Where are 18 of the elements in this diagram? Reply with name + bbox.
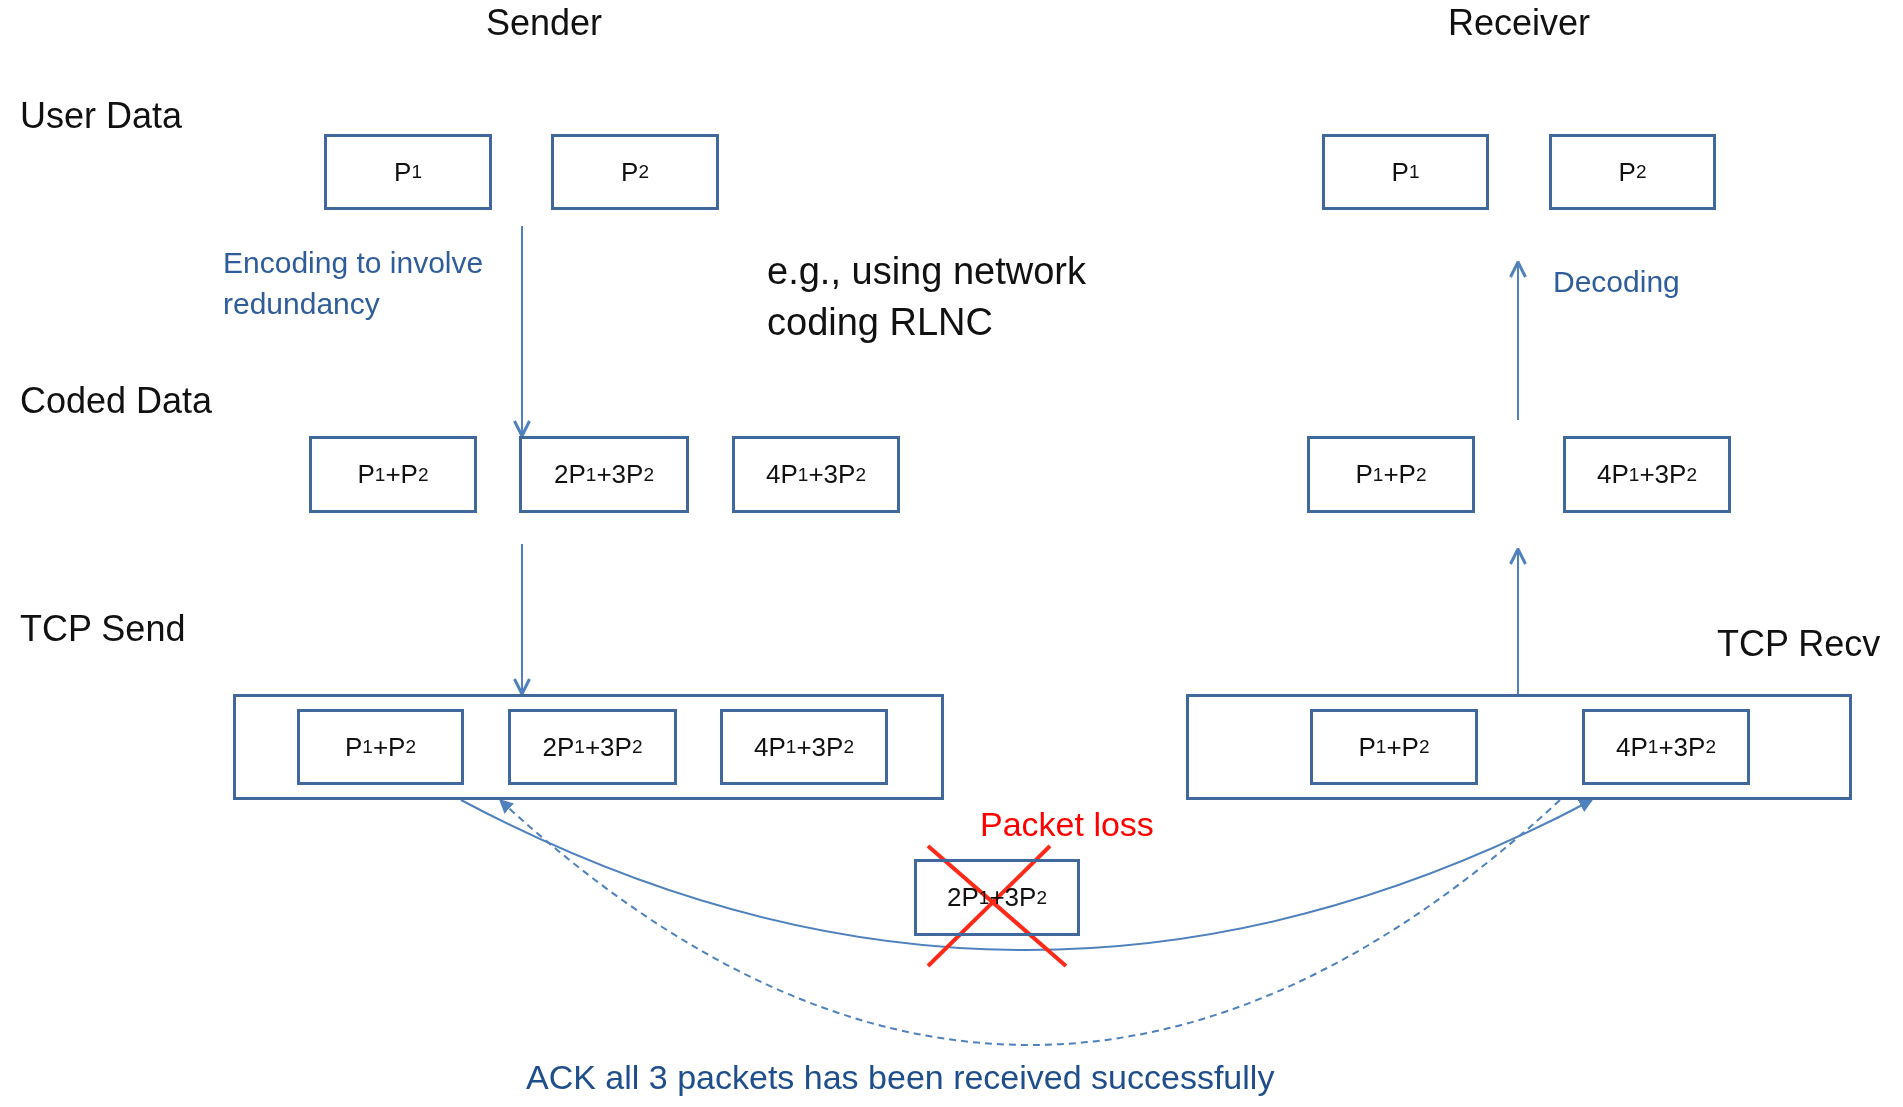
edge-label: ACK all 3 packets has been received successfully: [526, 1058, 1275, 1097]
process-note: Encoding to involve redundancy: [223, 245, 485, 322]
buffer-box: [233, 694, 944, 800]
arrow: [460, 799, 1594, 951]
column-heading: Sender: [486, 2, 603, 44]
arrow: [513, 543, 531, 696]
dashed-arrow: [498, 799, 1561, 1046]
row-label: User Data: [20, 95, 183, 137]
row-label: TCP Recv: [1717, 623, 1881, 665]
arrow: [513, 225, 531, 438]
buffer-box: [1186, 694, 1852, 800]
row-label: Coded Data: [20, 380, 213, 422]
loss-label: Packet loss: [980, 805, 1154, 844]
arrow: [1509, 547, 1527, 695]
note-text: e.g., using network coding RLNC: [767, 249, 1087, 346]
column-heading: Receiver: [1448, 2, 1591, 44]
process-note: Decoding: [1553, 265, 1680, 299]
row-label: TCP Send: [20, 608, 186, 650]
